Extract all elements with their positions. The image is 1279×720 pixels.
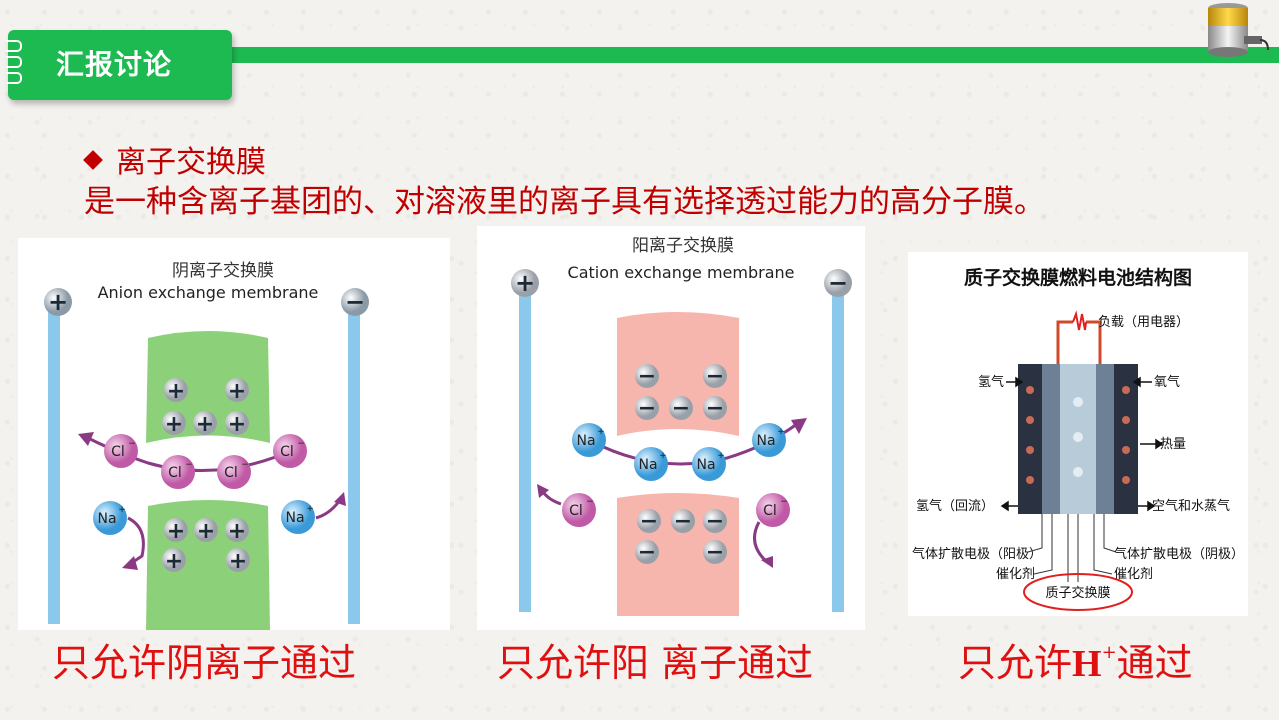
positive-electrode-sign: +	[515, 269, 535, 297]
chloride-ion: Cl	[763, 503, 777, 519]
fixed-charge: −	[706, 509, 724, 534]
caption-sup: +	[1101, 642, 1117, 663]
label-gdl-anode: 气体扩散电极（阳极）	[912, 546, 1042, 562]
ion-charge: −	[128, 439, 136, 449]
ion-charge: −	[586, 497, 594, 507]
fixed-charge: −	[706, 540, 724, 565]
cation-title-en: Cation exchange membrane	[568, 263, 795, 282]
cation-membrane-diagram: + − 阳离子交换膜 Cation exchange membrane − − …	[511, 236, 852, 616]
ion-charge: −	[241, 460, 249, 470]
fuel-cell-panel: 质子交换膜燃料电池结构图 负载（用电器） 氢气 氧气 热量 氢气（回流） 空气和…	[908, 252, 1248, 616]
sodium-ion: Na	[638, 457, 657, 473]
anion-membrane-diagram: + − 阴离子交换膜 Anion exchange membrane + + +…	[44, 261, 369, 630]
battery-icon	[1208, 3, 1269, 57]
sodium-ion: Na	[97, 511, 116, 527]
negative-electrode-sign: −	[345, 288, 365, 316]
cation-caption: 只允许阳 离子通过	[497, 641, 814, 685]
fixed-charge: −	[706, 396, 724, 421]
sodium-ion: Na	[696, 457, 715, 473]
chloride-ion: Cl	[280, 444, 294, 460]
fixed-charge: −	[672, 396, 690, 421]
page-title: 汇报讨论	[8, 30, 232, 100]
chloride-ion: Cl	[569, 503, 583, 519]
resistor-icon	[1072, 310, 1087, 331]
caption-suffix: 通过	[1116, 641, 1193, 685]
fixed-charge: +	[197, 519, 215, 544]
label-catalyst-left: 催化剂	[996, 567, 1035, 582]
fixed-charge: +	[228, 412, 246, 437]
fixed-charge: +	[228, 519, 246, 544]
anion-membrane-panel: + − 阴离子交换膜 Anion exchange membrane + + +…	[18, 238, 450, 630]
diamond-icon	[83, 150, 103, 170]
anion-title-en: Anion exchange membrane	[98, 283, 319, 302]
ion-charge: +	[118, 505, 126, 515]
label-load: 负载（用电器）	[1098, 315, 1189, 330]
label-air-vapor: 空气和水蒸气	[1152, 498, 1230, 514]
ion-charge: −	[297, 439, 305, 449]
fixed-charge: +	[165, 549, 183, 574]
fixed-charge: −	[638, 396, 656, 421]
positive-electrode-sign: +	[48, 288, 68, 316]
label-hydrogen: 氢气	[978, 374, 1004, 390]
ion-charge: −	[185, 460, 193, 470]
fixed-charge: +	[167, 519, 185, 544]
fixed-charge: +	[196, 412, 214, 437]
proton-caption: 只允许H+通过	[958, 632, 1193, 687]
binder-ring-icon	[6, 72, 22, 84]
definition-text: 是一种含离子基团的、对溶液里的离子具有选择透过能力的高分子膜。	[84, 184, 1045, 220]
fixed-charge: +	[228, 379, 246, 404]
chloride-ion: Cl	[111, 444, 125, 460]
sodium-ion: Na	[576, 433, 595, 449]
ion-charge: +	[717, 451, 725, 461]
ion-charge: +	[777, 427, 785, 437]
label-oxygen: 氧气	[1154, 374, 1180, 390]
fixed-charge: −	[706, 364, 724, 389]
binder-ring-icon	[6, 40, 22, 52]
fixed-charge: +	[167, 379, 185, 404]
label-gdl-cathode: 气体扩散电极（阴极）	[1114, 546, 1244, 562]
fixed-charge: +	[229, 549, 247, 574]
fixed-charge: −	[674, 509, 692, 534]
binder-ring-icon	[6, 56, 22, 68]
negative-electrode-sign: −	[828, 269, 848, 297]
fixed-charge: −	[638, 364, 656, 389]
label-catalyst-right: 催化剂	[1114, 567, 1153, 582]
ion-charge: −	[780, 497, 788, 507]
cation-title-cn: 阳离子交换膜	[632, 236, 734, 256]
anion-caption: 只允许阴离子通过	[52, 641, 357, 685]
ion-charge: +	[306, 504, 314, 514]
chloride-ion: Cl	[168, 465, 182, 481]
sodium-ion: Na	[285, 510, 304, 526]
caption-h: H	[1072, 643, 1102, 685]
header-bar	[232, 47, 1279, 63]
bullet-heading: 离子交换膜	[83, 137, 266, 181]
fuel-cell-title: 质子交换膜燃料电池结构图	[964, 266, 1192, 289]
cation-membrane-panel: + − 阳离子交换膜 Cation exchange membrane − − …	[477, 226, 865, 630]
fixed-charge: −	[640, 509, 658, 534]
label-hydrogen-return: 氢气（回流）	[916, 498, 994, 514]
ion-charge: +	[597, 427, 605, 437]
caption-prefix: 只允许	[958, 641, 1073, 685]
sodium-ion: Na	[756, 433, 775, 449]
fixed-charge: −	[638, 540, 656, 565]
ion-charge: +	[659, 451, 667, 461]
chloride-ion: Cl	[224, 465, 238, 481]
fixed-charge: +	[165, 412, 183, 437]
fuel-cell-diagram: 质子交换膜燃料电池结构图 负载（用电器） 氢气 氧气 热量 氢气（回流） 空气和…	[912, 266, 1244, 611]
anion-title-cn: 阴离子交换膜	[172, 261, 274, 281]
bullet-text: 离子交换膜	[116, 145, 266, 180]
label-heat: 热量	[1160, 437, 1186, 452]
label-pem: 质子交换膜	[1045, 585, 1110, 601]
